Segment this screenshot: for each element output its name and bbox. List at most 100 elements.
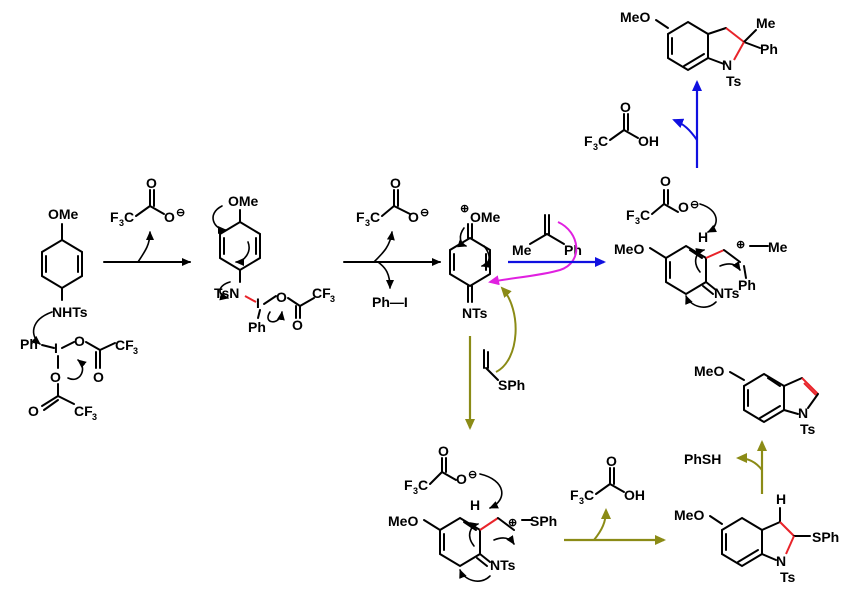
alkene-vinyl-sulfide: SPh bbox=[483, 286, 525, 393]
carbon-label: C bbox=[124, 209, 134, 225]
subscript-3: 3 bbox=[413, 486, 418, 496]
meo-label: MeO bbox=[694, 363, 724, 379]
ph-label: Ph bbox=[760, 41, 778, 57]
step1-release-arrow bbox=[137, 231, 154, 263]
h-label: H bbox=[698, 229, 708, 245]
negative-charge: ⊖ bbox=[468, 469, 477, 481]
f3c-label: F bbox=[570, 487, 579, 503]
oh-label: OH bbox=[638, 133, 659, 149]
oxygen-label: O bbox=[93, 369, 104, 385]
ring-close-arrow bbox=[719, 261, 741, 271]
f3c-label: F bbox=[626, 207, 635, 223]
n-lone-pair-arrow bbox=[219, 281, 231, 301]
alkene-attack-arrow bbox=[488, 221, 578, 286]
oxygen-label: O bbox=[606, 453, 617, 469]
positive-charge: ⊕ bbox=[460, 203, 469, 215]
oxygen-label: O bbox=[164, 209, 175, 225]
cyclization-arrow bbox=[694, 248, 705, 273]
cation-push-arrow bbox=[457, 227, 467, 248]
meo-label: MeO bbox=[388, 513, 418, 529]
nhts-label: NHTs bbox=[52, 304, 88, 320]
f3c-label: F bbox=[356, 209, 365, 225]
carbon-label: C bbox=[418, 477, 428, 493]
tfa-release-arrow bbox=[672, 118, 698, 141]
io-break-arrow bbox=[267, 311, 285, 323]
alkene-alpha-methylstyrene: Me Ph bbox=[488, 214, 582, 286]
meo-label: MeO bbox=[620, 9, 650, 25]
iodobenzene-label: Ph—I bbox=[372, 294, 408, 310]
ts-label: Ts bbox=[780, 569, 796, 585]
carbocation-intermediate-alkene: F 3 C O O ⊖ MeO H ⊕ Me Ph NTs bbox=[614, 173, 788, 308]
intermediate-n-iodane: OMe TsN I Ph O O CF 3 bbox=[212, 193, 335, 335]
positive-charge: ⊕ bbox=[508, 517, 517, 529]
ph-label: Ph bbox=[564, 242, 582, 258]
h-label: H bbox=[470, 497, 480, 513]
meo-label: MeO bbox=[674, 507, 704, 523]
oxygen-label: O bbox=[50, 369, 61, 385]
negative-charge: ⊖ bbox=[420, 207, 429, 219]
oxygen-label: O bbox=[146, 175, 157, 191]
meo-label: MeO bbox=[614, 241, 644, 257]
iodine-label: I bbox=[54, 340, 58, 356]
n-label: N bbox=[722, 57, 732, 73]
f3c-label: F bbox=[404, 477, 413, 493]
step2-release-acetate-arrow bbox=[373, 231, 395, 263]
subscript-3: 3 bbox=[593, 142, 598, 152]
oh-label: OH bbox=[624, 487, 645, 503]
trifluoroacetate-1: F 3 C O O ⊖ bbox=[110, 175, 185, 228]
oxygen-label: O bbox=[292, 317, 303, 333]
oxygen-label: O bbox=[456, 471, 467, 487]
oxygen-label: O bbox=[276, 289, 287, 305]
me-label: Me bbox=[768, 239, 788, 255]
step2-release-phi-arrow bbox=[377, 261, 394, 289]
deprotonation-arrow bbox=[479, 473, 503, 509]
phsh-release-arrow bbox=[736, 453, 763, 471]
nts-label: NTs bbox=[462, 305, 488, 321]
negative-charge: ⊖ bbox=[176, 207, 185, 219]
n-label: N bbox=[798, 405, 808, 421]
ring-push-arrow bbox=[235, 241, 250, 266]
ph-label: Ph bbox=[248, 319, 266, 335]
sph-label: SPh bbox=[812, 529, 839, 545]
trifluoroacetate-4: F 3 C O O ⊖ bbox=[404, 443, 503, 509]
nts-label: NTs bbox=[714, 285, 740, 301]
me-label: Me bbox=[756, 15, 776, 31]
cyclization-arrow bbox=[468, 522, 479, 547]
subscript-3: 3 bbox=[133, 346, 138, 356]
cation-push-arrow bbox=[481, 245, 491, 268]
f3c-label: F bbox=[584, 133, 593, 149]
ph-label: Ph bbox=[20, 336, 38, 352]
f3c-label: F bbox=[110, 209, 119, 225]
trifluoroacetate-3: F 3 C O O ⊖ bbox=[626, 173, 717, 233]
io-cleave-arrow bbox=[67, 359, 87, 381]
ring-close-arrow bbox=[493, 535, 515, 545]
cf3-label: CF bbox=[115, 337, 134, 353]
nts-label: NTs bbox=[490, 557, 516, 573]
oxygen-label: O bbox=[74, 333, 85, 349]
oxygen-label: O bbox=[438, 443, 449, 459]
sph-label: SPh bbox=[530, 513, 557, 529]
trifluoroacetic-acid-2: F 3 C O OH bbox=[570, 453, 645, 506]
substrate-anisidine-sulfonamide: OMe NHTs bbox=[31, 206, 88, 345]
ome-label: OMe bbox=[470, 209, 501, 225]
vinyl-attack-arrow bbox=[495, 286, 517, 373]
n-attack-arrow bbox=[685, 295, 717, 308]
trifluoroacetic-acid-1: F 3 C O OH bbox=[584, 99, 659, 152]
positive-charge: ⊕ bbox=[736, 239, 745, 251]
thiophenol-label: PhSH bbox=[684, 451, 721, 467]
n-attack-arrow bbox=[459, 569, 491, 582]
oxygen-label: O bbox=[390, 175, 401, 191]
negative-charge: ⊖ bbox=[690, 199, 699, 211]
tfa-release-arrow-2 bbox=[593, 508, 611, 541]
cf3-label: CF bbox=[74, 403, 93, 419]
carbon-label: C bbox=[370, 209, 380, 225]
ts-label: Ts bbox=[726, 73, 742, 89]
carbon-label: C bbox=[598, 133, 608, 149]
subscript-3: 3 bbox=[635, 216, 640, 226]
oxygen-label: O bbox=[620, 99, 631, 115]
subscript-3: 3 bbox=[330, 294, 335, 304]
subscript-3: 3 bbox=[579, 496, 584, 506]
product-indole: MeO N Ts bbox=[694, 363, 819, 437]
cf3-label: CF bbox=[312, 285, 331, 301]
tsn-label: TsN bbox=[214, 285, 239, 301]
